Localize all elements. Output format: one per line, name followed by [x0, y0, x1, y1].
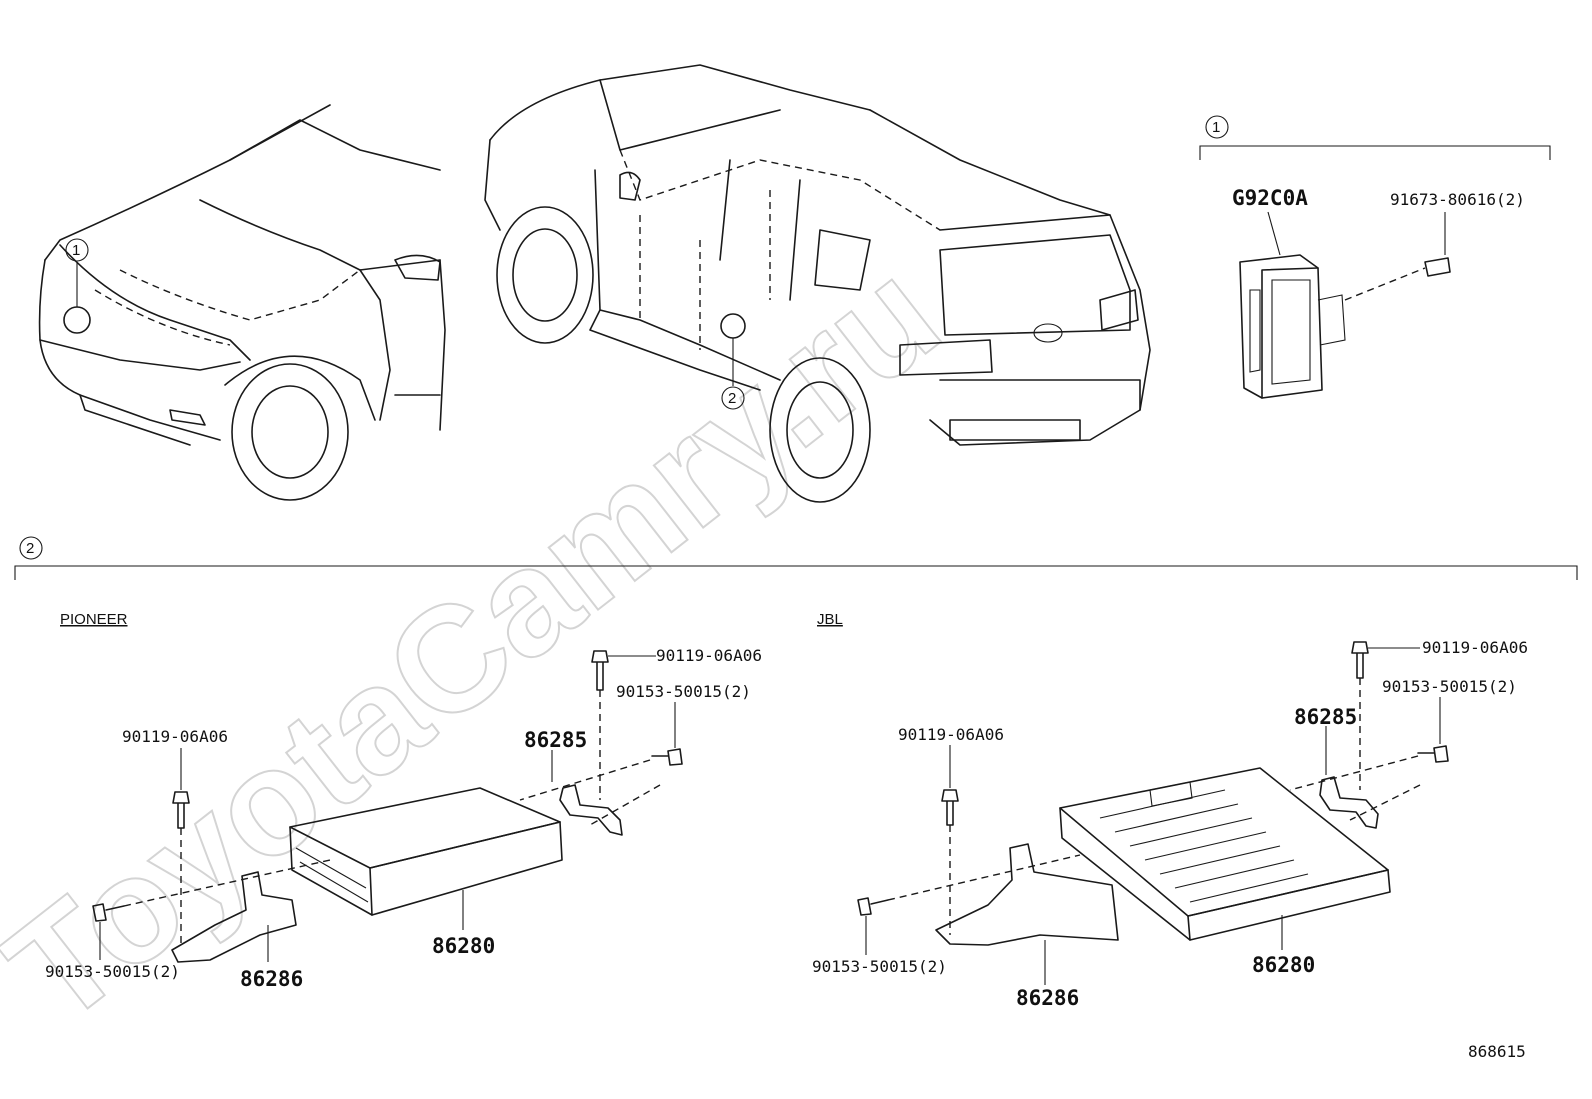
pioneer-title: PIONEER: [60, 611, 128, 628]
jbl-label-86280: 86280: [1252, 953, 1315, 977]
group-2-marker: 2: [26, 540, 34, 557]
jbl-title: JBL: [817, 611, 843, 628]
part-label-91673-80616: 91673-80616(2): [1390, 190, 1525, 209]
jbl-label-90119-left: 90119-06A06: [898, 725, 1004, 744]
front-vehicle-illustration: 1: [38, 104, 446, 501]
jbl-label-90119-top: 90119-06A06: [1422, 638, 1528, 657]
pioneer-label-86286: 86286: [240, 967, 303, 991]
watermark-text: ToyotaCamry.ru: [0, 228, 969, 1055]
pioneer-label-86285: 86285: [524, 728, 587, 752]
rear-vehicle-illustration: 2: [484, 64, 1151, 503]
group-1-module: 1 G92C0A 91673-80616(2): [1199, 115, 1551, 399]
pioneer-label-86280: 86280: [432, 934, 495, 958]
pioneer-label-90119-left: 90119-06A06: [122, 727, 228, 746]
pioneer-label-90119-top: 90119-06A06: [656, 646, 762, 665]
jbl-section: JBL 90119-06A06 90153-50015(2) 90119-: [812, 611, 1528, 1010]
jbl-label-86285: 86285: [1294, 705, 1357, 729]
callout-1-front: 1: [72, 242, 80, 259]
pioneer-label-90153-top: 90153-50015(2): [616, 682, 751, 701]
jbl-label-86286: 86286: [1016, 986, 1079, 1010]
callout-2-rear: 2: [728, 390, 736, 407]
group-2-header: 2: [14, 536, 1578, 580]
diagram-id: 868615: [1468, 1042, 1526, 1061]
pioneer-label-90153-left: 90153-50015(2): [45, 962, 180, 981]
jbl-label-90153-top: 90153-50015(2): [1382, 677, 1517, 696]
part-label-g92c0a: G92C0A: [1232, 186, 1308, 210]
jbl-label-90153-left: 90153-50015(2): [812, 957, 947, 976]
group-1-marker: 1: [1212, 119, 1220, 136]
pioneer-section: PIONEER 90119-06A06 90153-50015(2) 90119…: [45, 611, 762, 991]
